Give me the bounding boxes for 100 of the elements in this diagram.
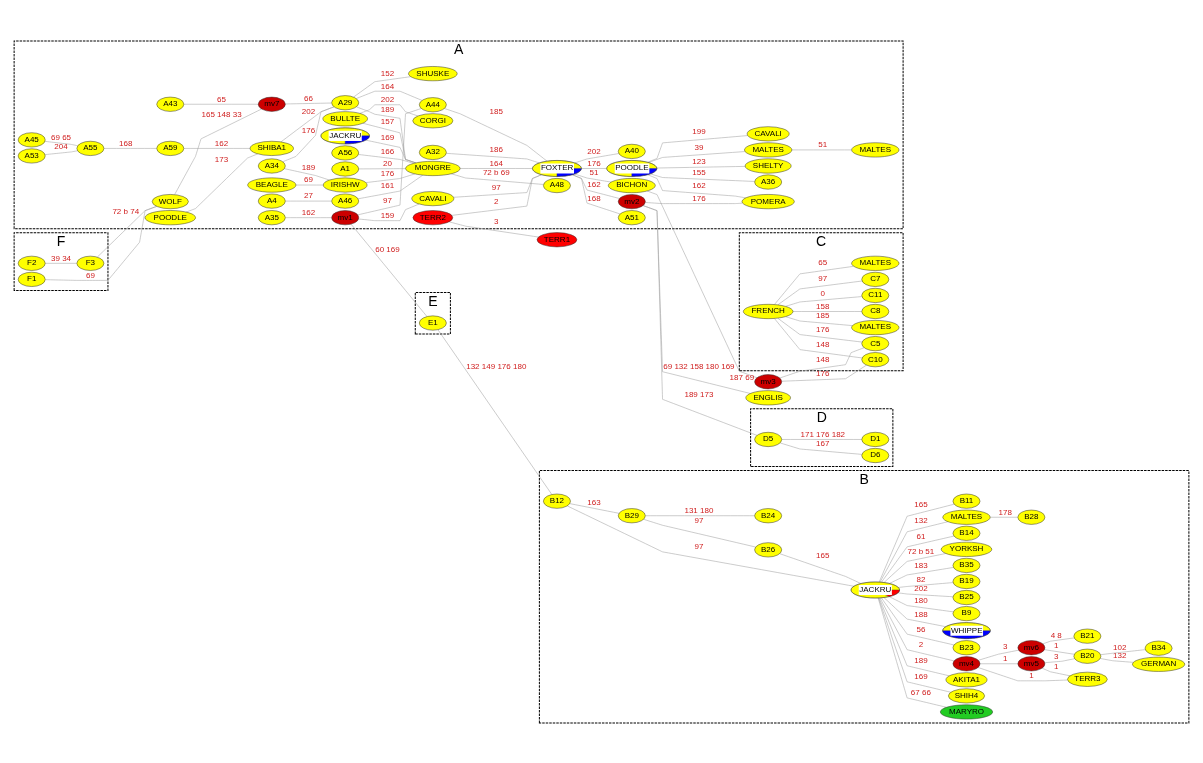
edge-label: 178 <box>998 507 1012 517</box>
node-ellipse: B35 <box>952 557 981 573</box>
edge-label: 180 <box>914 595 928 605</box>
node-ellipse: C7 <box>861 271 890 287</box>
node-ellipse: mv3 <box>754 373 782 389</box>
connector <box>979 663 1019 664</box>
edge-label: 189 <box>914 655 928 665</box>
connector <box>779 346 865 378</box>
connector <box>777 317 863 342</box>
connector <box>889 595 954 612</box>
node-ellipse: B21 <box>1073 628 1102 644</box>
edge-label: 97 <box>818 273 828 283</box>
connector <box>359 104 419 116</box>
connector <box>774 317 863 358</box>
connector <box>358 153 415 164</box>
edge-label: 162 <box>587 179 601 189</box>
node-ellipse: BEAGLE <box>247 177 297 192</box>
edge-label: 189 <box>301 162 316 172</box>
edge-label: 65 <box>818 257 828 267</box>
edge-label: 97 <box>694 515 704 525</box>
connector <box>1100 648 1146 655</box>
edge-label: 202 <box>914 583 928 593</box>
connector <box>656 165 746 168</box>
connector <box>437 329 552 495</box>
connector <box>883 596 946 627</box>
edge-label: 186 <box>489 144 503 154</box>
connector <box>444 107 548 161</box>
connector <box>879 503 955 582</box>
connector <box>1044 648 1075 655</box>
node-ellipse: AKITA1 <box>945 671 988 687</box>
connector <box>781 438 862 440</box>
edge-label: 163 <box>587 497 601 507</box>
edge-label: 165 <box>816 550 830 560</box>
edge-label: 168 <box>587 193 601 202</box>
edge-label: 164 <box>489 158 503 168</box>
connector <box>350 223 428 317</box>
connector <box>647 173 746 198</box>
edge-label: 148 <box>816 339 830 349</box>
node-ellipse: F3 <box>76 255 105 271</box>
edge-label: 162 <box>692 180 706 190</box>
connector <box>284 167 330 180</box>
connector <box>174 108 262 195</box>
node-ellipse: A44 <box>419 96 447 112</box>
connector <box>645 201 743 204</box>
node-ellipse: WOLF <box>151 193 189 209</box>
connector <box>45 205 157 281</box>
edge-label: 166 <box>380 146 395 156</box>
node-ellipse: B9 <box>952 605 981 621</box>
edge-label: 72 b 51 <box>907 546 935 556</box>
node-ellipse: B25 <box>952 589 981 605</box>
connector <box>581 167 607 169</box>
node-ellipse: MONGRE <box>405 160 461 176</box>
connector <box>643 518 756 547</box>
connector <box>362 122 417 163</box>
connector <box>792 310 862 312</box>
connector <box>103 147 157 149</box>
node-ellipse: YORKSH <box>940 541 993 557</box>
edge-label: 60 169 <box>375 244 400 254</box>
edge-label: 171 176 182 <box>800 429 846 439</box>
edge-label: 158 <box>816 301 830 311</box>
node-ellipse: A29 <box>331 94 359 110</box>
node-ellipse: mv6 <box>1017 639 1046 655</box>
edge-label: 4 8 <box>1050 630 1062 640</box>
node-ellipse: IRISHW <box>323 177 368 192</box>
node-ellipse: A55 <box>76 140 105 156</box>
edge-label: 39 34 <box>51 253 72 263</box>
connector <box>878 597 952 692</box>
connector <box>45 262 77 264</box>
connector <box>282 106 335 162</box>
node-ellipse: A46 <box>331 193 359 208</box>
edge-label: 1 <box>1029 670 1034 680</box>
node-ellipse: MALTES <box>942 509 991 525</box>
node-ellipse: B34 <box>1144 640 1173 656</box>
node-ellipse: B12 <box>543 493 571 509</box>
node-ellipse: B23 <box>952 639 981 655</box>
edge-label: 176 <box>816 368 830 378</box>
edge-label: 82 <box>916 574 926 584</box>
node-ellipse: A45 <box>17 131 46 147</box>
connector <box>572 173 620 199</box>
edge-label: 169 <box>914 671 928 681</box>
node-ellipse: A53 <box>17 148 46 163</box>
node-ellipse: SHIBA1 <box>249 140 294 156</box>
node-ellipse: mv2 <box>618 193 646 209</box>
connector <box>877 597 947 708</box>
connector <box>977 666 1068 681</box>
node-ellipse: ENGLIS <box>745 389 791 405</box>
node-ellipse: CORGI <box>412 112 454 128</box>
edge-label: 155 <box>692 167 706 177</box>
connector <box>785 295 862 307</box>
edge-label: 161 <box>380 180 395 190</box>
node-ellipse: C8 <box>861 303 890 319</box>
node-ellipse: B14 <box>952 525 981 541</box>
edge-label: 185 <box>816 310 830 320</box>
edge-label: 165 148 33 <box>201 109 242 119</box>
connector <box>881 597 955 645</box>
connector <box>183 147 251 149</box>
connector <box>774 265 854 305</box>
edge-label: 39 <box>694 142 704 152</box>
node-ellipse: A48 <box>543 177 571 193</box>
edge-label: 189 <box>380 104 395 114</box>
